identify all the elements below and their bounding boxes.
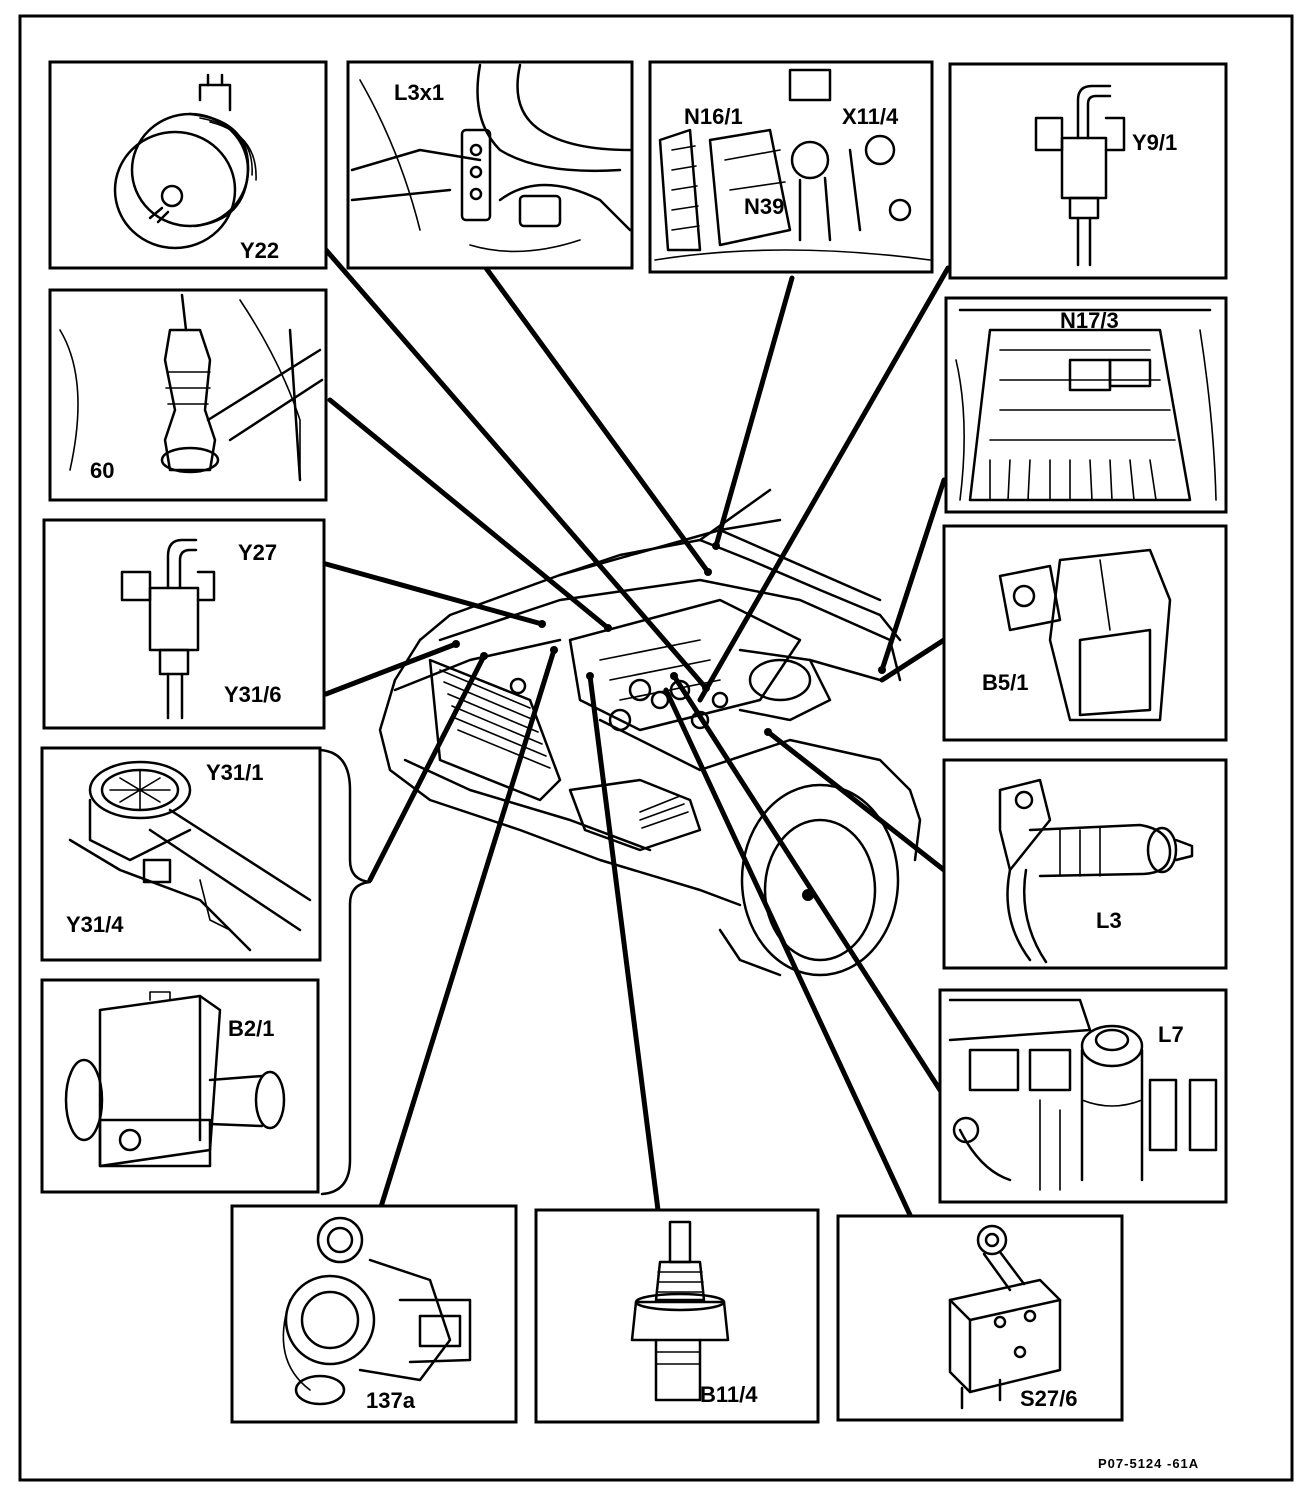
panel-60: 60: [48, 288, 328, 502]
panel-n16-x11-n39: N16/1 X11/4 N39: [648, 60, 934, 274]
label-y27: Y27: [238, 540, 277, 565]
leader-lines: [323, 247, 951, 1218]
label-b5-1: B5/1: [982, 670, 1028, 695]
panel-s27-6: S27/6: [836, 1214, 1124, 1422]
engine-block: [568, 598, 882, 732]
panel-b5-1: B5/1: [942, 524, 1228, 742]
label-l3: L3: [1096, 908, 1122, 933]
panel-l3x1: L3x1: [346, 60, 634, 270]
label-n17-3: N17/3: [1060, 308, 1119, 333]
panel-b11-4: B11/4: [534, 1208, 820, 1424]
panel-137a: 137a: [230, 1204, 518, 1424]
label-y31-6: Y31/6: [224, 682, 282, 707]
car-illustration: [378, 488, 922, 977]
label-n16-1: N16/1: [684, 104, 743, 129]
label-b2-1: B2/1: [228, 1016, 274, 1041]
panel-y27-y31-6: Y27 Y31/6: [42, 518, 326, 730]
panel-l3: L3: [942, 758, 1228, 970]
label-60: 60: [90, 458, 114, 483]
panel-y22: Y22: [48, 60, 328, 270]
label-l3x1: L3x1: [394, 80, 444, 105]
figure-code: P07-5124 -61A: [1098, 1456, 1199, 1471]
label-b11-4: B11/4: [700, 1382, 758, 1407]
front-wheel: [740, 783, 900, 977]
panel-y31-1-y31-4: Y31/1 Y31/4: [40, 746, 322, 962]
label-y9-1: Y9/1: [1132, 130, 1177, 155]
grille: [428, 658, 562, 802]
panel-b2-1: B2/1: [40, 978, 320, 1194]
label-137a: 137a: [366, 1388, 416, 1413]
label-l7: L7: [1158, 1022, 1184, 1047]
panel-l7: L7: [938, 988, 1228, 1204]
panel-y9-1: Y9/1: [948, 62, 1228, 280]
label-y31-4: Y31/4: [66, 912, 124, 937]
label-s27-6: S27/6: [1020, 1386, 1078, 1411]
label-x11-4: X11/4: [842, 104, 899, 129]
label-y22: Y22: [240, 238, 279, 263]
panel-n17-3: N17/3: [944, 296, 1228, 514]
group-bracket: [318, 748, 372, 1196]
label-y31-1: Y31/1: [206, 760, 264, 785]
outer-border: [18, 14, 1294, 1482]
label-n39: N39: [744, 194, 784, 219]
